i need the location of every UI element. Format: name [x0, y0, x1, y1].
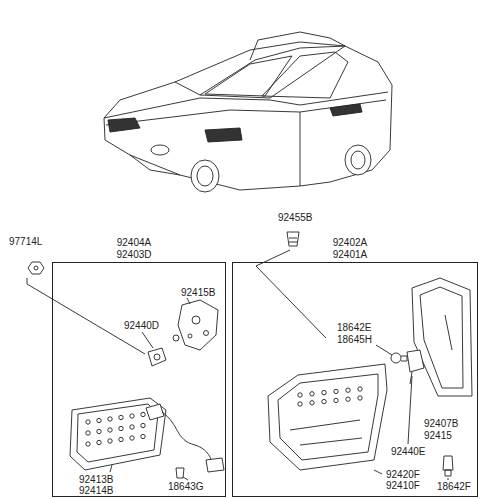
callout-number: 92407B	[423, 418, 459, 429]
callout-number: 18642F	[436, 481, 472, 492]
callout-number: 18643G	[167, 481, 205, 492]
callout-number: 92440D	[123, 320, 160, 331]
callout-number: 97714L	[8, 236, 43, 247]
callout-number: 92410F	[385, 480, 421, 491]
callout-number: 18642E	[336, 322, 372, 333]
part-group-frame: 92402A 92401A	[232, 262, 478, 497]
callout-number: 92415B	[180, 287, 216, 298]
group-part-number: 92404A 92403D	[111, 237, 157, 261]
callout-number: 92440E	[390, 446, 426, 457]
callout-number: 92420F	[385, 469, 421, 480]
car-illustration	[104, 32, 392, 192]
callout-number: 92413B	[78, 474, 114, 485]
callout-number: 92414B	[78, 485, 114, 496]
callout-number: 92415	[423, 430, 453, 441]
callout-number: 18645H	[336, 334, 373, 345]
callout-number: 92455B	[277, 212, 313, 223]
group-part-number: 92402A 92401A	[327, 237, 373, 261]
